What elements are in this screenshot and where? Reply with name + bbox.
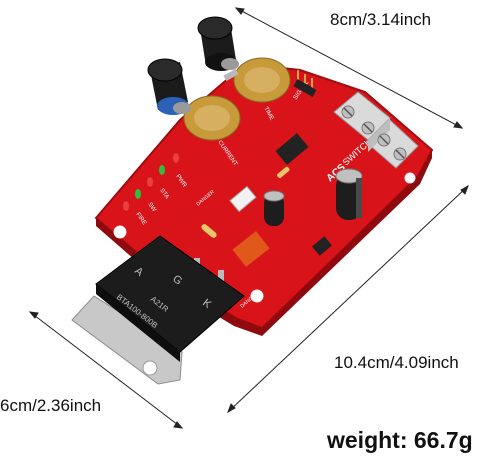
jst-connector	[229, 185, 257, 213]
weight-label: weight: 66.7g	[327, 427, 473, 453]
header-pins	[293, 70, 317, 97]
ic-chip	[275, 133, 309, 165]
indicator-leds	[123, 153, 179, 211]
resistors	[201, 166, 290, 238]
dimension-label-left: 6cm/2.36inch	[0, 396, 102, 415]
screw-terminal-block	[333, 91, 419, 169]
ic-chip-small	[312, 236, 332, 256]
electrolytic-capacitor-small	[263, 190, 285, 226]
potentiometer-current	[147, 58, 241, 141]
dimension-label-right: 10.4cm/4.09inch	[334, 353, 459, 372]
mounting-hole	[404, 172, 416, 184]
film-capacitor	[232, 231, 270, 267]
mounting-hole	[113, 225, 127, 239]
potentiometer-time	[197, 16, 291, 103]
mounting-hole	[250, 289, 264, 303]
triac-module: A G K BTA100-800B A21R	[71, 235, 245, 385]
electrolytic-capacitor	[335, 168, 363, 220]
silk-sw: SW	[146, 202, 157, 214]
dimension-label-top: 8cm/3.14inch	[330, 10, 432, 29]
silk-sta: STA	[158, 188, 169, 201]
dimension-lines	[28, 7, 469, 429]
